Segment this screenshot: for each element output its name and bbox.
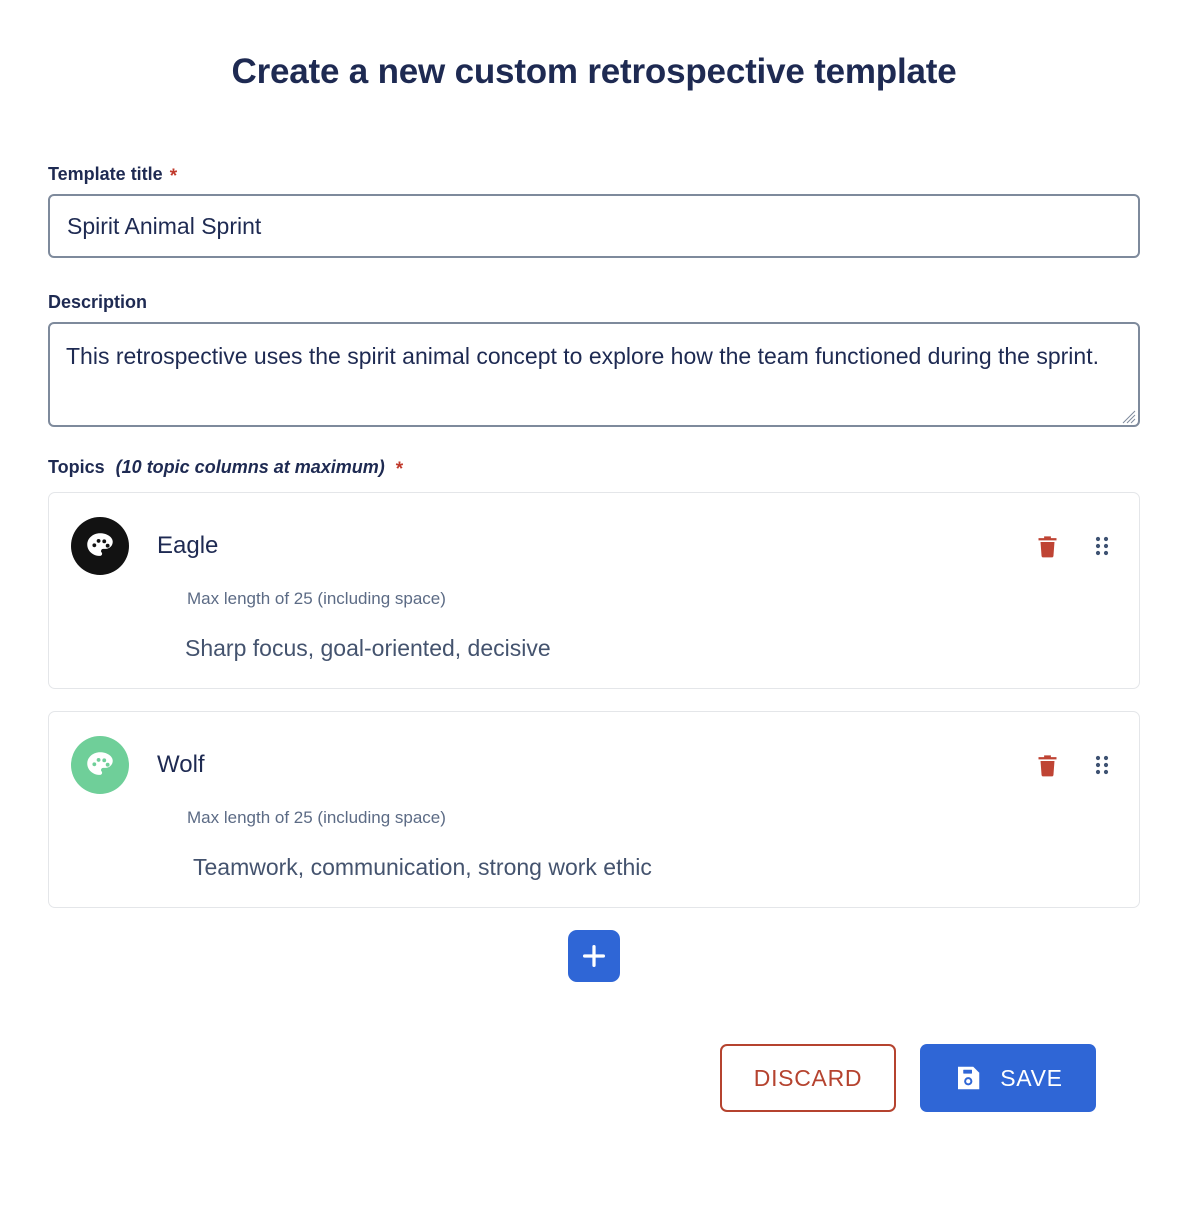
add-topic-row xyxy=(48,930,1140,982)
drag-handle-icon[interactable] xyxy=(1093,753,1111,777)
description-field-wrap xyxy=(48,322,1140,427)
topics-note: (10 topic columns at maximum) xyxy=(115,457,385,477)
topic-card-actions xyxy=(1034,533,1111,560)
topic-card-actions xyxy=(1034,752,1111,779)
topics-required-asterisk: * xyxy=(395,459,404,480)
topic-description[interactable]: Teamwork, communication, strong work eth… xyxy=(193,854,652,880)
template-form: Template title * Description Topics (10 … xyxy=(0,164,1188,1112)
page-title: Create a new custom retrospective templa… xyxy=(231,52,957,91)
topic-card: Eagle xyxy=(48,492,1140,689)
topic-hint: Max length of 25 (including space) xyxy=(187,808,446,827)
topics-header: Topics (10 topic columns at maximum) * xyxy=(48,457,1140,480)
save-button[interactable]: SAVE xyxy=(920,1044,1096,1112)
footer-actions: DISCARD SAVE xyxy=(48,1044,1140,1112)
required-asterisk: * xyxy=(169,166,178,187)
topic-name[interactable]: Eagle xyxy=(157,532,219,559)
topic-name[interactable]: Wolf xyxy=(157,751,205,778)
palette-icon[interactable] xyxy=(71,517,129,575)
topic-card: Wolf xyxy=(48,711,1140,908)
topics-label: Topics xyxy=(48,457,105,477)
save-floppy-icon xyxy=(958,1066,980,1090)
description-label-text: Description xyxy=(48,292,148,312)
trash-icon[interactable] xyxy=(1034,752,1061,779)
trash-icon[interactable] xyxy=(1034,533,1061,560)
template-title-label: Template title * xyxy=(48,164,1140,187)
drag-handle-icon[interactable] xyxy=(1093,534,1111,558)
topic-card-header: Eagle xyxy=(71,517,1117,575)
description-label: Description xyxy=(48,292,1140,313)
add-topic-button[interactable] xyxy=(568,930,620,982)
plus-icon xyxy=(583,945,605,967)
palette-icon[interactable] xyxy=(71,736,129,794)
topic-card-header: Wolf xyxy=(71,736,1117,794)
template-title-input[interactable] xyxy=(48,194,1140,258)
topic-description[interactable]: Sharp focus, goal-oriented, decisive xyxy=(185,635,551,661)
save-button-label: SAVE xyxy=(1000,1064,1063,1091)
topic-hint: Max length of 25 (including space) xyxy=(187,589,446,608)
description-textarea[interactable] xyxy=(48,322,1140,427)
template-title-label-text: Template title xyxy=(48,164,163,184)
discard-button[interactable]: DISCARD xyxy=(720,1044,896,1112)
